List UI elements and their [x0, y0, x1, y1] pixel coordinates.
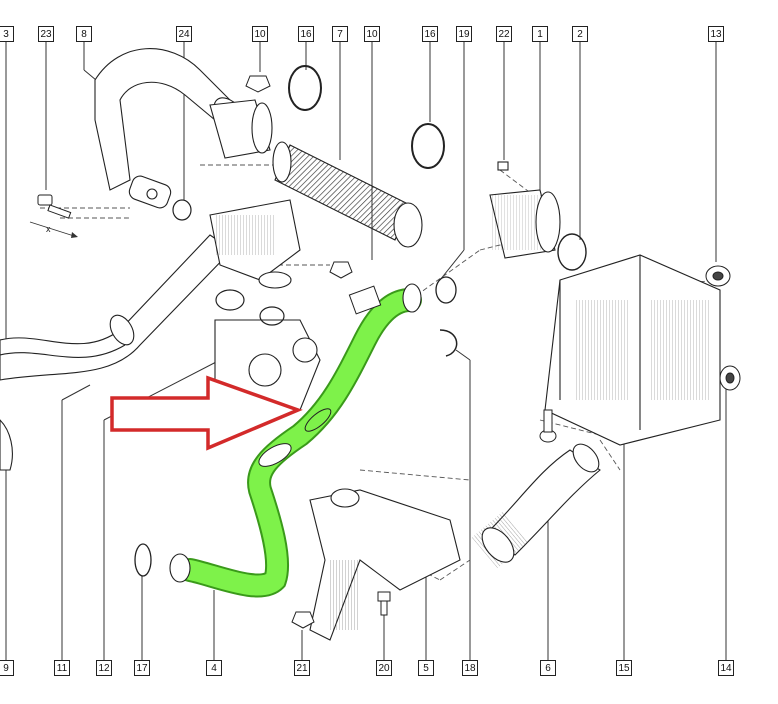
part-3-intake-pipe [0, 234, 233, 471]
callout-21: 21 [294, 660, 310, 676]
callout-14: 14 [718, 660, 734, 676]
part-17-clamp [134, 543, 152, 577]
callout-22: 22 [496, 26, 512, 42]
part-16-clamp-upper [288, 65, 322, 111]
part-1-connector [489, 161, 561, 259]
callout-4: 4 [206, 660, 222, 676]
intercooler-body [544, 254, 721, 446]
callout-20: 20 [376, 660, 392, 676]
dimension-label: x [46, 224, 51, 234]
callout-2: 2 [572, 26, 588, 42]
part-18-clip [439, 329, 458, 357]
callout-10-lower: 10 [364, 26, 380, 42]
part-10-nut-lower [329, 261, 353, 279]
part-13-grommet [705, 265, 731, 287]
callout-23: 23 [38, 26, 54, 42]
part-11-o-ring [215, 289, 245, 311]
part-23-bolt [37, 194, 72, 219]
dimension-mark: x [29, 221, 78, 238]
callout-6: 6 [540, 660, 556, 676]
part-2-o-ring [557, 233, 587, 271]
part-24-o-ring [172, 199, 192, 221]
callout-7: 7 [332, 26, 348, 42]
part-5-bracket [309, 488, 461, 641]
part-16-clamp-lower [411, 123, 445, 169]
part-21-nut [291, 611, 315, 629]
callout-16-lower: 16 [422, 26, 438, 42]
callout-15: 15 [616, 660, 632, 676]
red-pointer-arrow [110, 375, 303, 451]
callout-8: 8 [76, 26, 92, 42]
part-6-outlet-hose [471, 443, 601, 569]
callout-17: 17 [134, 660, 150, 676]
part-10-nut-upper [245, 75, 271, 93]
callout-1: 1 [532, 26, 548, 42]
callout-3: 3 [0, 26, 14, 42]
callout-13: 13 [708, 26, 724, 42]
part-15-bolt [539, 409, 557, 443]
part-14-grommet [719, 365, 741, 391]
callout-11: 11 [54, 660, 70, 676]
part-7-corrugated-hose [272, 141, 423, 248]
upper-coupling-sleeve [209, 99, 273, 159]
callout-16-upper: 16 [298, 26, 314, 42]
callout-18: 18 [462, 660, 478, 676]
part-12-o-ring [259, 306, 285, 326]
intake-flange [209, 199, 301, 289]
part-4-highlighted-hose [169, 283, 422, 598]
part-20-bolt [377, 591, 391, 616]
callout-10-upper: 10 [252, 26, 268, 42]
callout-5: 5 [418, 660, 434, 676]
callout-12: 12 [96, 660, 112, 676]
callout-24: 24 [176, 26, 192, 42]
leader-lines [5, 42, 727, 660]
callout-19: 19 [456, 26, 472, 42]
callout-9: 9 [0, 660, 14, 676]
part-19-o-ring [435, 276, 457, 304]
